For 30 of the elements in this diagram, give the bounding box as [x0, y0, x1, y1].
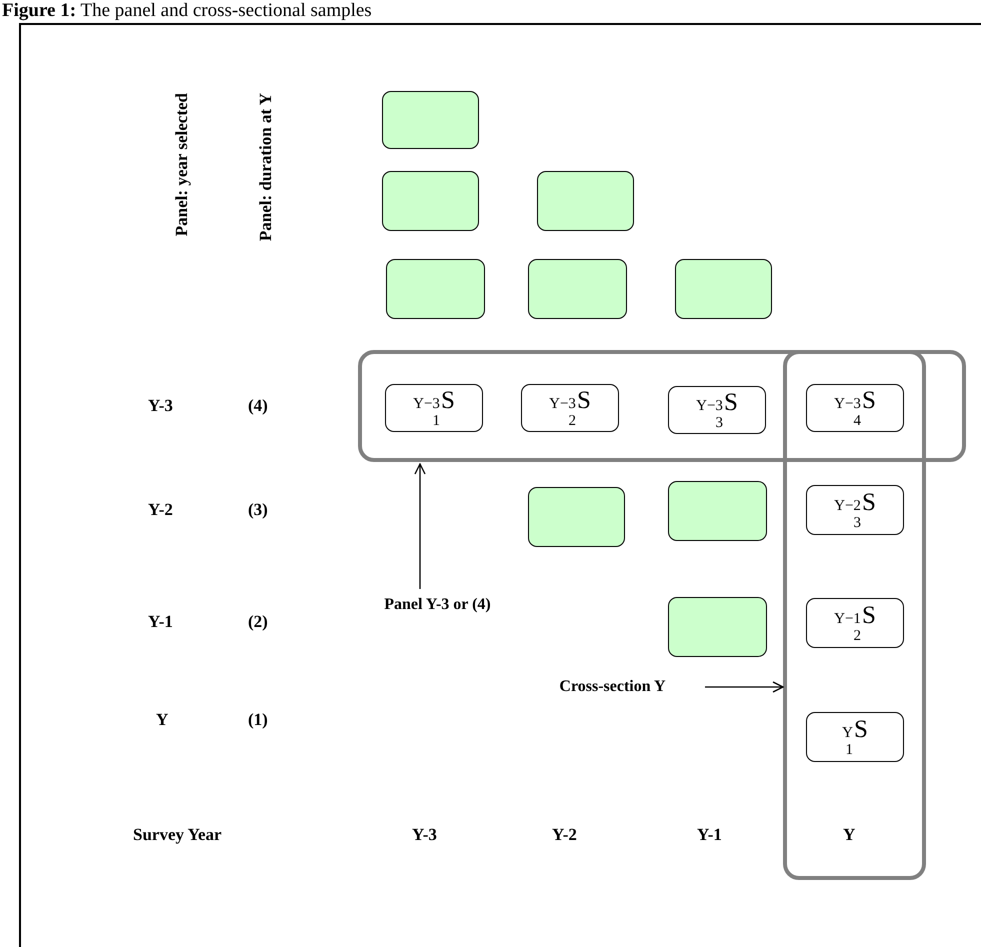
- sample-box: [675, 259, 772, 319]
- row-label: (3): [248, 500, 268, 520]
- column-label: Y-2: [552, 825, 577, 845]
- row-label: (4): [248, 396, 268, 416]
- column-label: Y-1: [697, 825, 722, 845]
- sample-box: [537, 171, 634, 231]
- row-label: Y-2: [148, 500, 173, 520]
- sample-outline: [358, 350, 966, 462]
- row-label: Y-3: [148, 396, 173, 416]
- axis-title: Survey Year: [133, 825, 222, 845]
- figure-title: Figure 1: The panel and cross-sectional samples: [2, 0, 372, 21]
- arrow: [705, 681, 784, 693]
- axis-title: Panel: year selected: [172, 93, 192, 236]
- column-label: Y: [843, 825, 856, 845]
- sample-box: [528, 487, 625, 547]
- sample-box: [386, 259, 485, 319]
- arrow: [414, 463, 426, 589]
- sample-box: [668, 481, 767, 541]
- row-label: (2): [248, 612, 268, 632]
- callout-text: Cross-section Y: [520, 675, 705, 699]
- row-label: Y-1: [148, 612, 173, 632]
- row-label: (1): [248, 710, 268, 730]
- column-label: Y-3: [412, 825, 437, 845]
- sample-box: [668, 597, 767, 657]
- sample-box: [382, 171, 479, 231]
- callout-text: Panel Y-3 or (4): [350, 593, 525, 617]
- axis-title: Panel: duration at Y: [256, 93, 276, 242]
- row-label: Y: [156, 710, 168, 730]
- sample-box: [382, 91, 479, 149]
- sample-box: [528, 259, 627, 319]
